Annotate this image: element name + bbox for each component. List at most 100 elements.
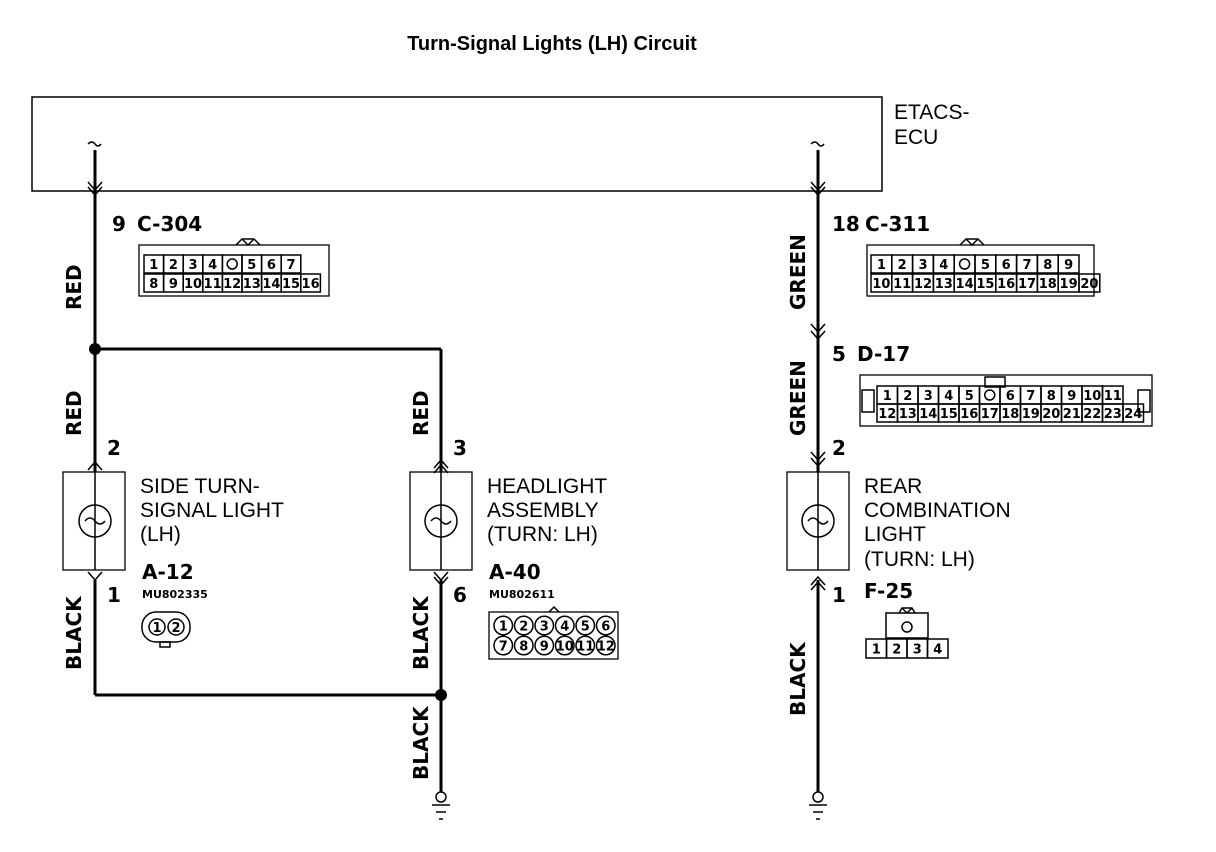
- a40-pin-circle: [513, 615, 534, 636]
- c304-pin-1: 1: [149, 258, 158, 273]
- arrow-c304: [87, 181, 103, 197]
- c304-pin-number: 9: [112, 212, 126, 236]
- c311-pin-5: 5: [981, 258, 990, 273]
- c304-pin-cell: [300, 273, 322, 293]
- c311-pin-number: 18: [832, 212, 860, 236]
- side-turn-light-box: [62, 471, 126, 571]
- c304-pin-9: 9: [169, 277, 178, 292]
- rear-label-line4: (TURN: LH): [864, 548, 975, 571]
- f25-connector-name: F-25: [864, 579, 913, 603]
- c311-pin-18: 18: [1039, 277, 1057, 292]
- ecu-label-line1: ETACS-: [894, 101, 969, 124]
- c311-pin-20: 20: [1080, 277, 1098, 292]
- c304-pin-11: 11: [204, 277, 222, 292]
- c311-pin-cell: [1078, 273, 1101, 293]
- d17-pin-17: 17: [981, 407, 999, 422]
- headlight-arrow-top: [433, 458, 449, 474]
- c304-pin-16: 16: [302, 277, 320, 292]
- d17-pin-23: 23: [1104, 407, 1122, 422]
- a40-part-number: MU802611: [489, 588, 555, 601]
- c304-connector-name: C-304: [137, 212, 202, 236]
- d17-pin-8: 8: [1047, 389, 1056, 404]
- a40-pin-12: 12: [597, 640, 615, 655]
- c304-pin-8: 8: [149, 277, 158, 292]
- c311-pin-10: 10: [872, 277, 890, 292]
- f25-pin-4: 4: [933, 643, 942, 658]
- ecu-terminal-left: [87, 141, 102, 147]
- headlight-label-line2: ASSEMBLY: [487, 499, 599, 522]
- a40-pin-6: 6: [601, 620, 610, 635]
- wire-label-black-4: BLACK: [786, 641, 810, 716]
- c311-pin-16: 16: [997, 277, 1015, 292]
- wire-label-red-1: RED: [62, 264, 86, 310]
- d17-pin-13: 13: [899, 407, 917, 422]
- a40-pin-3: 3: [540, 620, 549, 635]
- c304-pin-4: 4: [208, 258, 217, 273]
- a40-pin-circle: [534, 615, 555, 636]
- a40-pin-11: 11: [576, 640, 594, 655]
- a12-pin-1: 1: [152, 621, 161, 636]
- wire-label-black-1: BLACK: [62, 595, 86, 670]
- c311-pin-14: 14: [956, 277, 974, 292]
- wire-label-green-1: GREEN: [786, 234, 810, 310]
- c304-pin-15: 15: [282, 277, 300, 292]
- c311-pin-12: 12: [914, 277, 932, 292]
- d17-pin-10: 10: [1083, 389, 1101, 404]
- f25-pin-2: 2: [892, 643, 901, 658]
- a40-pin-7: 7: [499, 640, 508, 655]
- d17-pin-14: 14: [919, 407, 937, 422]
- diagram-title: Turn-Signal Lights (LH) Circuit: [407, 33, 697, 55]
- a40-pin-circle: [493, 615, 514, 636]
- ground-icon-right: [809, 791, 827, 820]
- c311-pin-17: 17: [1018, 277, 1036, 292]
- d17-pin-24: 24: [1124, 407, 1142, 422]
- c304-pin-cell: [280, 254, 302, 274]
- arrow-c311: [810, 181, 826, 197]
- a12-connector-name: A-12: [142, 560, 194, 584]
- a40-pin-8: 8: [519, 640, 528, 655]
- d17-pin-cell: [1122, 403, 1145, 423]
- side-pin-top: 2: [107, 436, 121, 460]
- d17-pin-15: 15: [940, 407, 958, 422]
- c311-pin-8: 8: [1043, 258, 1052, 273]
- d17-connector-name: D-17: [857, 342, 910, 366]
- ecu-label-line2: ECU: [894, 126, 938, 149]
- a40-pin-4: 4: [560, 620, 569, 635]
- wire-label-red-3: RED: [409, 390, 433, 436]
- c311-pin-3: 3: [918, 258, 927, 273]
- d17-pin-22: 22: [1083, 407, 1101, 422]
- rear-pin-bottom: 1: [832, 583, 846, 607]
- headlight-label-line3: (TURN: LH): [487, 523, 598, 546]
- a12-part-number: MU802335: [142, 588, 208, 601]
- d17-pin-20: 20: [1042, 407, 1060, 422]
- d17-pin-5: 5: [965, 389, 974, 404]
- headlight-label-line1: HEADLIGHT: [487, 475, 607, 498]
- a40-pin-circle: [513, 635, 534, 656]
- side-label-line2: SIGNAL LIGHT: [140, 499, 284, 522]
- f25-pin-1: 1: [872, 643, 881, 658]
- c304-lock-icon: [226, 258, 238, 270]
- headlight-pin-bottom: 6: [453, 583, 467, 607]
- c311-pin-19: 19: [1060, 277, 1078, 292]
- a40-connector-name: A-40: [489, 560, 541, 584]
- side-arrow-bottom: [87, 571, 103, 582]
- a40-pin-circle: [554, 615, 575, 636]
- d17-pin-3: 3: [924, 389, 933, 404]
- c304-pin-6: 6: [267, 258, 276, 273]
- c304-pin-2: 2: [169, 258, 178, 273]
- c304-pin-13: 13: [243, 277, 261, 292]
- c311-pin-13: 13: [935, 277, 953, 292]
- side-label-line3: (LH): [140, 523, 181, 546]
- d17-pin-16: 16: [960, 407, 978, 422]
- f25-pin-3: 3: [913, 643, 922, 658]
- headlight-pin-top: 3: [453, 436, 467, 460]
- wire-label-red-2: RED: [62, 390, 86, 436]
- side-pin-bottom: 1: [107, 583, 121, 607]
- a40-pin-1: 1: [499, 620, 508, 635]
- a12-pin-2: 2: [171, 621, 180, 636]
